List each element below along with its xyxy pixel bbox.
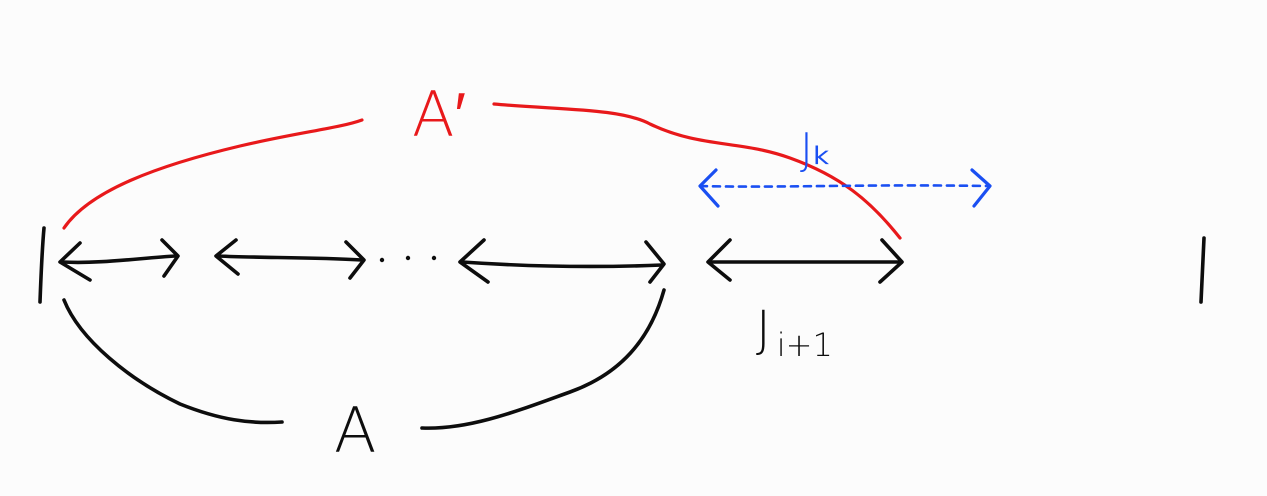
left-boundary-tick	[38, 226, 46, 304]
label-a-prime: A′	[412, 78, 466, 151]
interval-arrow-1	[58, 238, 180, 282]
ellipsis-dots	[379, 255, 437, 263]
interval-arrow-2	[214, 238, 366, 280]
label-j-i-plus-1-main: J	[756, 300, 771, 358]
label-j-k: Jₖ	[800, 124, 832, 175]
right-boundary-tick	[1199, 236, 1206, 304]
interval-arrow-3	[458, 238, 666, 284]
interval-arrow-j-k	[698, 168, 992, 208]
interval-arrow-j-i-plus-1	[706, 238, 904, 284]
arc-a	[62, 288, 666, 430]
label-j-i-plus-1-sub: i+1	[777, 326, 833, 364]
arc-a-prime	[62, 102, 902, 240]
label-a: A	[334, 394, 376, 467]
